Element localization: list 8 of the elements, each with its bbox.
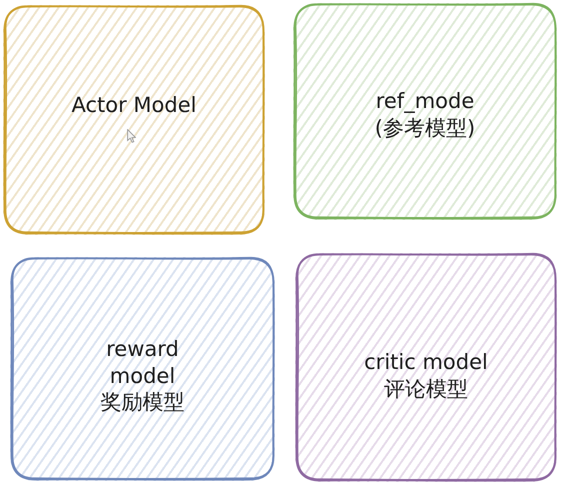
hatched-rounded-box xyxy=(3,5,265,235)
hatched-rounded-box xyxy=(10,257,275,481)
box-label: reward model 奖励模型 xyxy=(100,336,186,416)
box-label: critic model 评论模型 xyxy=(363,348,489,402)
hatched-rounded-box xyxy=(293,3,557,220)
box-label: Actor Model xyxy=(72,92,196,118)
hatched-rounded-box xyxy=(295,253,557,482)
box-label: ref_mode (参考模型) xyxy=(374,88,476,142)
